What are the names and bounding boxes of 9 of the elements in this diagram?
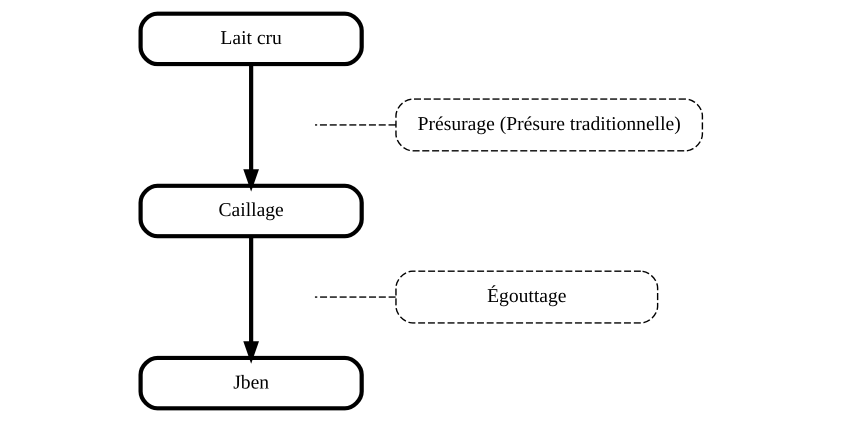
connector: [314, 124, 396, 126]
node-box: Égouttage: [394, 270, 658, 324]
node-box: Lait cru: [138, 12, 364, 66]
arrow: [242, 64, 258, 192]
node-box: Caillage: [138, 184, 364, 238]
connector: [314, 296, 396, 298]
node-box: Présurage (Présure traditionnelle): [394, 98, 703, 152]
arrow: [242, 236, 258, 364]
node-box: Jben: [138, 356, 364, 410]
